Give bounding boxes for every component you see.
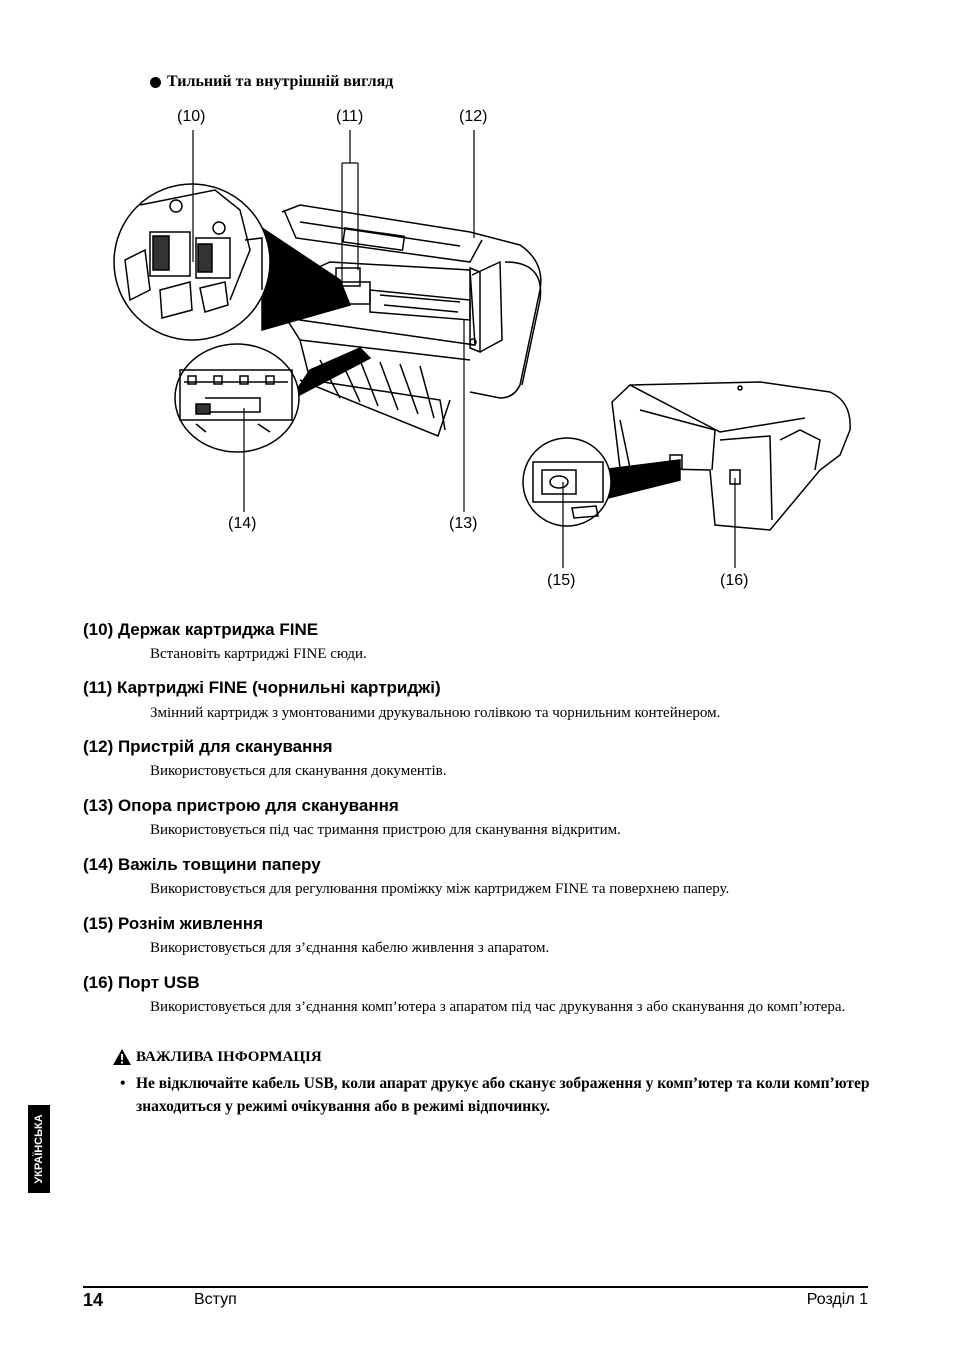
bullet-icon [150, 76, 161, 88]
item-title-14: (14) Важіль товщини паперу [83, 855, 321, 874]
callout-15: (15) [547, 572, 576, 589]
language-tab: УКРАЇНСЬКА [28, 1105, 50, 1193]
footer-divider [83, 1286, 868, 1288]
item-desc-11: Змінний картридж з умонтованими друкувал… [150, 705, 721, 721]
important-heading: ВАЖЛИВА ІНФОРМАЦІЯ [112, 1048, 322, 1066]
important-bullet: • [120, 1075, 126, 1092]
item-desc-14: Використовується для регулювання проміжк… [150, 881, 730, 897]
item-desc-12: Використовується для сканування документ… [150, 763, 447, 779]
callout-11: (11) [336, 108, 364, 125]
item-title-15: (15) Рознім живлення [83, 914, 263, 933]
item-title-11: (11) Картриджі FINE (чорнильні картриджі… [83, 678, 441, 697]
item-title-16: (16) Порт USB [83, 973, 200, 992]
section-heading: Тильний та внутрішній вигляд [150, 73, 393, 91]
item-desc-15: Використовується для з’єднання кабелю жи… [150, 940, 550, 956]
section-heading-text: Тильний та внутрішній вигляд [167, 73, 394, 90]
chapter-title: Вступ [194, 1291, 237, 1308]
section-label: Розділ 1 [806, 1291, 868, 1308]
callout-12: (12) [459, 108, 488, 125]
item-title-13: (13) Опора пристрою для сканування [83, 796, 399, 815]
warning-icon [113, 1049, 131, 1065]
callout-10: (10) [177, 108, 206, 125]
callout-13: (13) [449, 515, 478, 532]
callout-14: (14) [228, 515, 257, 532]
item-desc-13: Використовується під час тримання пристр… [150, 822, 621, 838]
important-note-text: Не відключайте кабель USB, коли апарат д… [136, 1075, 870, 1115]
item-desc-10: Встановіть картриджі FINE сюди. [150, 646, 367, 662]
item-title-10: (10) Держак картриджа FINE [83, 620, 319, 639]
item-desc-16: Використовується для з’єднання комп’ютер… [150, 999, 846, 1015]
page-number: 14 [83, 1290, 104, 1310]
language-tab-label: УКРАЇНСЬКА [33, 1114, 45, 1184]
item-title-12: (12) Пристрій для сканування [83, 737, 333, 756]
important-note: • Не відключайте кабель USB, коли апарат… [120, 1072, 880, 1118]
callout-16: (16) [720, 572, 749, 589]
important-label: ВАЖЛИВА ІНФОРМАЦІЯ [136, 1048, 322, 1065]
printer-illustration [113, 130, 851, 568]
